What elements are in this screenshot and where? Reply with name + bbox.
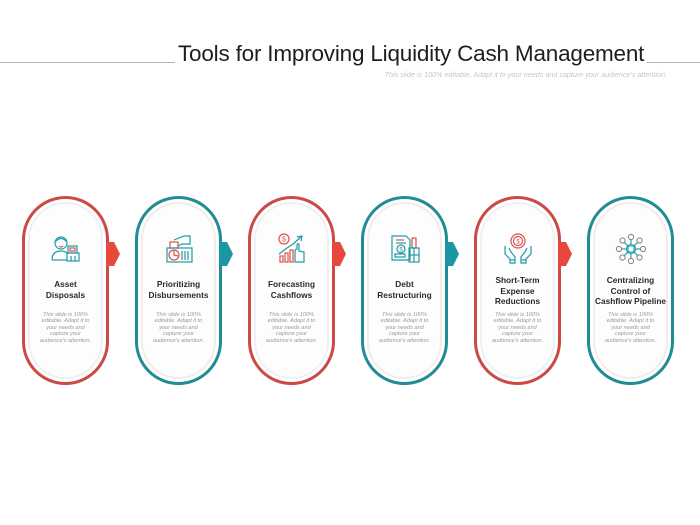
text-line: This slide is 100% — [42, 312, 89, 318]
text-line: Expense — [500, 285, 535, 296]
text-line: audience's attention. — [152, 337, 205, 344]
text-line: Cashflows — [270, 289, 313, 300]
text-line: Disbursements — [148, 289, 209, 300]
arrow-connector-icon — [445, 242, 459, 266]
text-line: audience's attention. — [604, 337, 657, 344]
card-inner-ring — [480, 202, 555, 379]
growth-chart-icon: $ — [275, 232, 309, 266]
step-card-forecasting-cashflows[interactable]: $ Forecasting Cashflows This slide is 10… — [248, 196, 346, 385]
step-title: Short-Term Expense Reductions — [479, 275, 556, 307]
text-line: This slide is 100% — [607, 312, 654, 318]
text-line: editable. Adapt it to — [380, 318, 429, 325]
text-line: capture your — [501, 331, 534, 338]
step-title: Forecasting Cashflows — [253, 279, 330, 300]
text-line: your needs and — [46, 324, 85, 331]
step-card-prioritizing-disbursements[interactable]: Prioritizing Disbursements This slide is… — [135, 196, 233, 385]
step-card-debt-restructuring[interactable]: $ Debt Restructuring This slide is 100%e… — [361, 196, 459, 385]
text-line: Asset — [54, 279, 77, 289]
step-title: Debt Restructuring — [366, 279, 443, 300]
text-line: capture your — [275, 331, 308, 338]
text-line: This slide is 100% — [268, 312, 315, 318]
text-line: Prioritizing — [156, 279, 201, 289]
text-line: editable. Adapt it to — [493, 318, 542, 325]
network-hub-icon — [614, 232, 648, 266]
text-line: This slide is 100% — [494, 312, 541, 318]
text-line: capture your — [162, 331, 195, 338]
debt-document-icon: $ — [388, 232, 422, 266]
arrow-connector-icon — [219, 242, 233, 266]
step-title: Centralizing Control of Cashflow Pipelin… — [592, 275, 669, 307]
step-title: Asset Disposals — [27, 279, 104, 300]
card-inner-ring — [367, 202, 442, 379]
text-line: Short-Term — [495, 275, 540, 285]
asset-disposal-icon — [49, 232, 83, 266]
text-line: your needs and — [385, 324, 424, 331]
text-line: capture your — [388, 331, 421, 338]
text-line: Debt — [395, 279, 414, 289]
text-line: audience's attention. — [378, 337, 431, 344]
step-title: Prioritizing Disbursements — [140, 279, 217, 300]
text-line: Reductions — [494, 296, 541, 306]
step-card-asset-disposals[interactable]: Asset Disposals This slide is 100%editab… — [22, 196, 120, 385]
text-line: Restructuring — [377, 289, 432, 300]
text-line: capture your — [49, 331, 82, 338]
text-line: Control of — [610, 285, 651, 296]
disbursement-icon — [162, 232, 196, 266]
text-line: your needs and — [272, 324, 311, 331]
arrow-connector-icon — [332, 242, 346, 266]
text-line: editable. Adapt it to — [606, 318, 655, 325]
slide-title: Tools for Improving Liquidity Cash Manag… — [175, 41, 648, 67]
card-inner-ring — [141, 202, 216, 379]
text-line: editable. Adapt it to — [267, 318, 316, 325]
arrow-connector-icon — [558, 242, 572, 266]
card-inner-ring — [28, 202, 103, 379]
text-line: This slide is 100% — [155, 312, 202, 318]
text-line: Forecasting — [267, 279, 316, 289]
text-line: audience's attention. — [265, 337, 318, 344]
step-card-centralizing-control[interactable]: Centralizing Control of Cashflow Pipelin… — [587, 196, 674, 385]
card-inner-ring — [593, 202, 668, 379]
text-line: audience's attention. — [491, 337, 544, 344]
svg-text:$: $ — [516, 239, 520, 245]
text-line: capture your — [614, 331, 647, 338]
text-line: Disposals — [45, 289, 86, 300]
card-inner-ring — [254, 202, 329, 379]
text-line: your needs and — [159, 324, 198, 331]
text-line: This slide is 100% — [381, 312, 428, 318]
text-line: editable. Adapt it to — [41, 318, 90, 325]
hands-coin-icon: $ — [501, 232, 535, 266]
text-line: Centralizing — [606, 275, 655, 285]
svg-text:$: $ — [282, 237, 286, 244]
text-line: audience's attention. — [39, 337, 92, 344]
svg-text:$: $ — [399, 247, 403, 253]
arrow-connector-icon — [106, 242, 120, 266]
text-line: your needs and — [498, 324, 537, 331]
text-line: your needs and — [611, 324, 650, 331]
text-line: editable. Adapt it to — [154, 318, 203, 325]
step-card-short-term-expense-reductions[interactable]: $ Short-Term Expense Reductions This sli… — [474, 196, 572, 385]
slide-subtitle: This slide is 100% editable. Adapt it to… — [384, 70, 667, 79]
text-line: Cashflow Pipeline — [595, 296, 666, 306]
